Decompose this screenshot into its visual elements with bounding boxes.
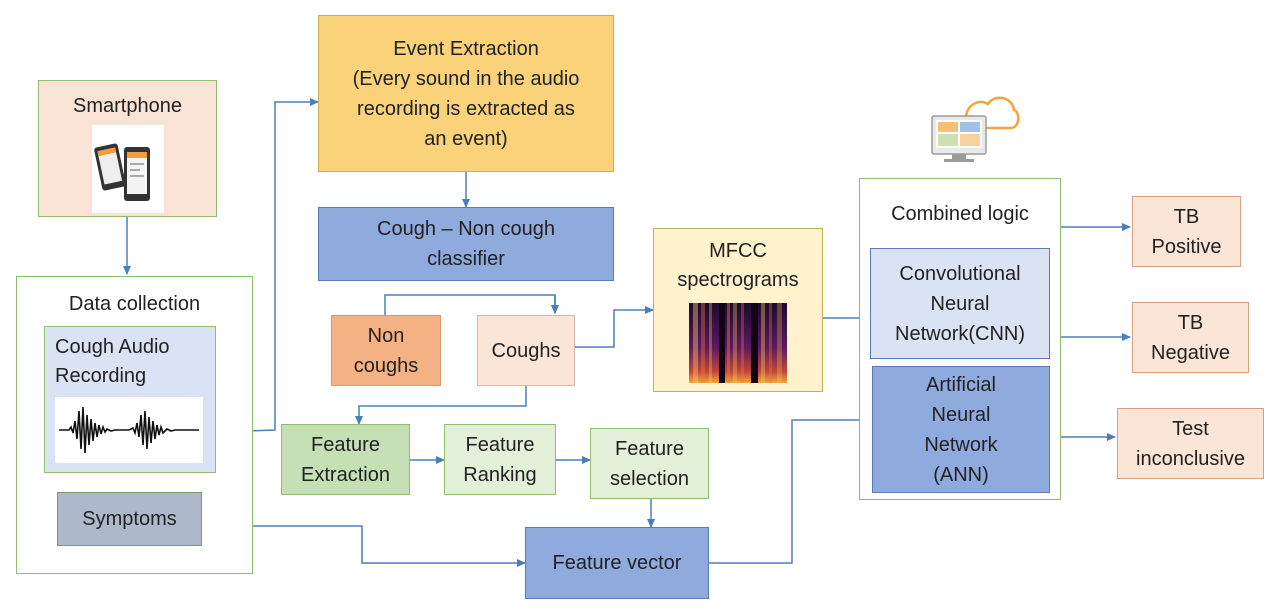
test-inconclusive-node: Test inconclusive: [1117, 408, 1264, 479]
cough-audio-recording-node: Cough Audio Recording: [44, 326, 216, 473]
coughs-label: Coughs: [491, 339, 561, 362]
arrow-coughs-to-feature-extraction: [355, 386, 527, 425]
tb-negative-label: TB Negative: [1151, 311, 1230, 364]
data-collection-label: Data collection: [68, 293, 201, 315]
symptoms-label: Symptoms: [82, 508, 177, 530]
feature-extraction-node: Feature Extraction: [281, 424, 410, 495]
feature-selection-node: Feature selection: [590, 428, 709, 499]
coughs-node: Coughs: [477, 315, 575, 386]
feature-vector-label: Feature vector: [552, 552, 682, 574]
mfcc-spectrograms-label: MFCC spectrograms: [677, 240, 799, 291]
cough-classifier-node: Cough – Non cough classifier: [318, 207, 614, 281]
cough-audio-recording-label: Cough Audio Recording: [55, 336, 170, 387]
waveform-icon: [55, 397, 203, 463]
arrow-classifier-to-non-coughs: [384, 294, 559, 315]
tb-positive-node: TB Positive: [1132, 196, 1241, 267]
smartphone-node: Smartphone: [38, 80, 217, 217]
cough-classifier-label: Cough – Non cough classifier: [377, 218, 555, 270]
feature-extraction-label: Feature Extraction: [301, 433, 390, 486]
mfcc-spectrograms-node: MFCC spectrograms: [653, 228, 823, 392]
tb-positive-label: TB Positive: [1151, 205, 1222, 258]
smartphone-label: Smartphone: [73, 95, 182, 117]
feature-ranking-node: Feature Ranking: [444, 424, 556, 495]
spectrogram-icon: [689, 303, 787, 383]
feature-selection-label: Feature selection: [610, 437, 689, 490]
test-inconclusive-label: Test inconclusive: [1136, 417, 1245, 470]
arrow-coughs-to-mfcc: [575, 306, 654, 348]
non-coughs-node: Non coughs: [331, 315, 441, 386]
feature-vector-node: Feature vector: [525, 527, 709, 599]
arrow-feature-vector-to-ann: [709, 416, 871, 564]
ann-label: Artificial Neural Network (ANN): [924, 373, 998, 486]
combined-logic-label: Combined logic: [891, 203, 1029, 225]
non-coughs-label: Non coughs: [353, 324, 419, 377]
cnn-label: Convolutional Neural Network(CNN): [895, 262, 1025, 345]
arrow-symptoms-to-feature-vector: [202, 525, 526, 567]
event-extraction-node: Event Extraction (Every sound in the aud…: [318, 15, 614, 172]
smartphone-icon: [91, 125, 164, 213]
cnn-node: Convolutional Neural Network(CNN): [870, 248, 1050, 359]
cloud-computer-icon: [922, 88, 1020, 168]
feature-ranking-label: Feature Ranking: [463, 433, 537, 486]
ann-node: Artificial Neural Network (ANN): [872, 366, 1050, 493]
tb-negative-node: TB Negative: [1132, 302, 1249, 373]
symptoms-node: Symptoms: [57, 492, 202, 546]
event-extraction-label: Event Extraction (Every sound in the aud…: [352, 37, 580, 150]
